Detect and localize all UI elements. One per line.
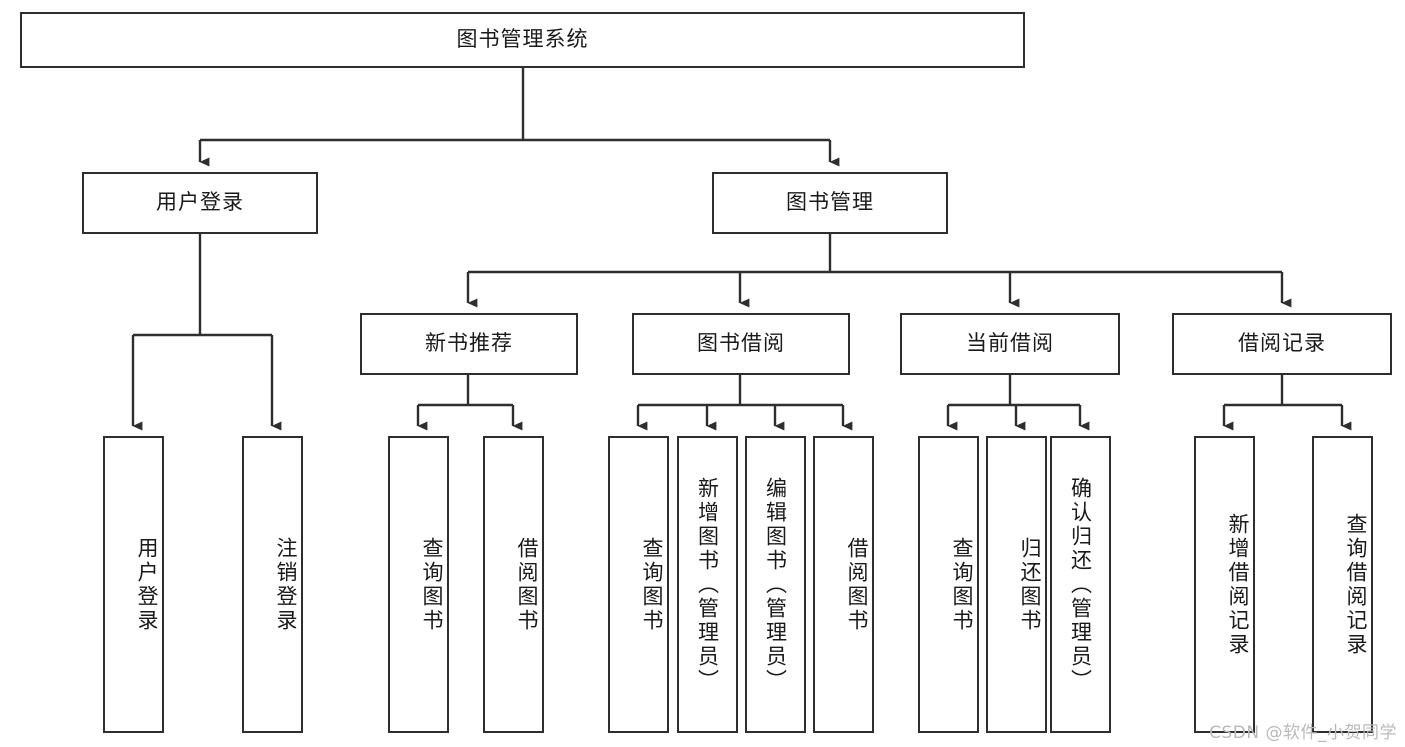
node-borrow-record-label: 借阅记录 bbox=[1238, 331, 1326, 356]
node-leaf-confirm-return-label: 确认归还（管理员） bbox=[1068, 476, 1093, 693]
node-leaf-borrow-book-2-label: 借阅图书 bbox=[845, 536, 869, 633]
node-current-borrow[interactable]: 当前借阅 bbox=[900, 313, 1120, 375]
node-borrow-record[interactable]: 借阅记录 bbox=[1172, 313, 1392, 375]
node-new-book-rec[interactable]: 新书推荐 bbox=[360, 313, 578, 375]
node-leaf-confirm-return[interactable]: 确认归还（管理员） bbox=[1050, 436, 1111, 733]
node-book-manage[interactable]: 图书管理 bbox=[712, 172, 948, 234]
node-leaf-query-book-2-label: 查询图书 bbox=[640, 536, 664, 633]
node-leaf-borrow-book-2[interactable]: 借阅图书 bbox=[813, 436, 874, 733]
node-leaf-query-book-3[interactable]: 查询图书 bbox=[918, 436, 979, 733]
node-leaf-user-logout-label: 注销登录 bbox=[274, 536, 298, 633]
node-leaf-add-record[interactable]: 新增借阅记录 bbox=[1194, 436, 1255, 733]
node-current-borrow-label: 当前借阅 bbox=[966, 331, 1054, 356]
node-leaf-add-record-label: 新增借阅记录 bbox=[1226, 512, 1250, 657]
node-leaf-return-book[interactable]: 归还图书 bbox=[986, 436, 1047, 733]
csdn-watermark: CSDN @软件_小贺同学 bbox=[1209, 723, 1397, 743]
node-leaf-borrow-book-1[interactable]: 借阅图书 bbox=[483, 436, 544, 733]
node-leaf-query-book-1-label: 查询图书 bbox=[420, 536, 444, 633]
node-leaf-add-book[interactable]: 新增图书（管理员） bbox=[677, 436, 738, 733]
node-leaf-query-book-3-label: 查询图书 bbox=[950, 536, 974, 633]
node-user-login-label: 用户登录 bbox=[156, 190, 244, 215]
node-leaf-edit-book-label: 编辑图书（管理员） bbox=[763, 476, 788, 693]
node-leaf-edit-book[interactable]: 编辑图书（管理员） bbox=[745, 436, 806, 733]
node-book-manage-label: 图书管理 bbox=[786, 190, 874, 215]
node-user-login[interactable]: 用户登录 bbox=[82, 172, 318, 234]
node-book-borrow-label: 图书借阅 bbox=[697, 331, 785, 356]
node-leaf-query-book-1[interactable]: 查询图书 bbox=[388, 436, 449, 733]
node-leaf-query-book-2[interactable]: 查询图书 bbox=[608, 436, 669, 733]
node-root-label: 图书管理系统 bbox=[456, 27, 589, 52]
node-leaf-borrow-book-1-label: 借阅图书 bbox=[515, 536, 539, 633]
node-new-book-rec-label: 新书推荐 bbox=[425, 331, 513, 356]
node-root[interactable]: 图书管理系统 bbox=[20, 12, 1025, 68]
node-leaf-user-logout[interactable]: 注销登录 bbox=[242, 436, 303, 733]
node-leaf-query-record[interactable]: 查询借阅记录 bbox=[1312, 436, 1373, 733]
node-leaf-query-record-label: 查询借阅记录 bbox=[1344, 512, 1368, 657]
node-leaf-user-login[interactable]: 用户登录 bbox=[103, 436, 164, 733]
node-leaf-user-login-label: 用户登录 bbox=[135, 536, 159, 633]
node-book-borrow[interactable]: 图书借阅 bbox=[632, 313, 850, 375]
node-leaf-add-book-label: 新增图书（管理员） bbox=[695, 476, 720, 693]
node-leaf-return-book-label: 归还图书 bbox=[1018, 536, 1042, 633]
